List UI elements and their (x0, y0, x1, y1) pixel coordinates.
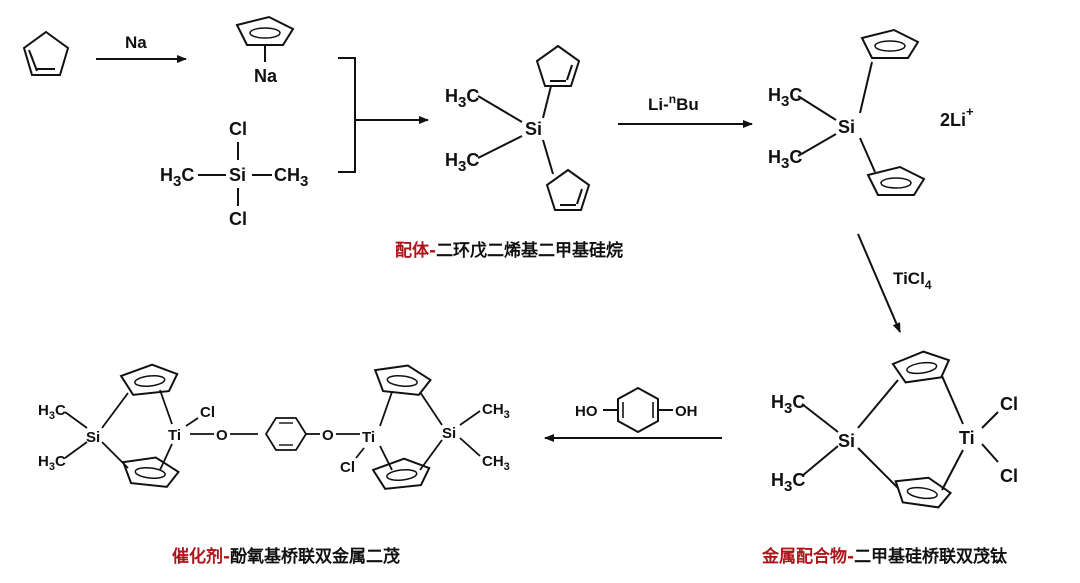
dilithium-salt-structure: Si H3C H3C 2Li+ (768, 29, 974, 196)
cyclopentadiene-structure (22, 30, 70, 76)
complex-methyl-top: H3C (771, 392, 805, 417)
catalyst-left-titanium-atom: Ti (168, 427, 181, 444)
titanium-chloride-arrow: TiCl4 (857, 233, 932, 333)
sodium-arrow: Na (96, 33, 187, 63)
cyclopentadienyl-ring (236, 16, 294, 46)
combine-bracket-arrow (338, 57, 429, 173)
cyclopentadiene-ring-bottom (546, 169, 590, 211)
catalyst-right-methyl-top: CH3 (482, 401, 510, 421)
sodium-reagent-label: Na (125, 33, 147, 52)
ligand-caption-highlight: 配体- (395, 241, 437, 261)
salt-silicon-atom: Si (838, 117, 855, 137)
silicon-atom: Si (229, 165, 246, 185)
methyl-right-group: CH3 (274, 165, 308, 190)
metal-complex-caption-highlight: 金属配合物- (762, 547, 855, 567)
sodium-atom: Na (254, 66, 278, 86)
catalyst-caption: 催化剂-酚氧基桥联双金属二茂 (172, 542, 400, 567)
catalyst-structure: Si H3C H3C Ti Cl O O Ti Cl Si (38, 361, 510, 491)
complex-chlorine-top: Cl (1000, 394, 1018, 414)
catalyst-phenylene-ring (264, 417, 308, 451)
catalyst-caption-name: 酚氧基桥联双金属二茂 (230, 547, 401, 567)
catalyst-right-chlorine: Cl (340, 459, 355, 476)
methyl-left-group: H3C (160, 165, 194, 190)
catalyst-left-oxygen: O (216, 427, 228, 444)
dilithium-counter-ion: 2Li+ (940, 104, 974, 130)
catalyst-caption-highlight: 催化剂- (172, 547, 231, 567)
complex-methyl-bottom: H3C (771, 470, 805, 495)
ligand-methyl-bottom: H3C (445, 150, 479, 175)
metal-complex-caption: 金属配合物-二甲基硅桥联双茂钛 (762, 542, 1007, 567)
hydroquinone-left-hydroxyl: HO (575, 403, 598, 420)
dichlorodimethylsilane-structure: Cl Si Cl H3C CH3 (160, 119, 308, 229)
catalyst-cp-right-top (372, 361, 433, 397)
chlorine-top-atom: Cl (229, 119, 247, 139)
complex-silicon-atom: Si (838, 431, 855, 451)
catalyst-right-titanium-atom: Ti (362, 429, 375, 446)
catalyst-cp-left-top (119, 361, 180, 397)
butyllithium-reagent-label: Li-nBu (648, 92, 699, 114)
cyclopentadienyl-ring-top (861, 29, 919, 59)
butyllithium-arrow: Li-nBu (618, 92, 753, 128)
complex-cyclopentadienyl-ring-bottom (891, 472, 954, 510)
catalyst-right-silicon-atom: Si (442, 425, 456, 442)
ligand-methyl-top: H3C (445, 86, 479, 111)
hydroquinone-right-hydroxyl: OH (675, 403, 698, 420)
salt-methyl-top: H3C (768, 85, 802, 110)
catalyst-cp-left-bottom (120, 453, 181, 489)
catalyst-right-methyl-bottom: CH3 (482, 453, 510, 473)
metal-complex-structure: Si Ti Cl Cl H3C H3C (771, 347, 1018, 510)
titanium-chloride-reagent-label: TiCl4 (893, 269, 932, 292)
catalyst-left-methyl-bottom: H3C (38, 453, 66, 473)
sodium-cyclopentadienide-structure: Na (236, 16, 294, 86)
hydroquinone-arrow: HO OH (544, 386, 722, 442)
catalyst-right-oxygen: O (322, 427, 334, 444)
complex-chlorine-bottom: Cl (1000, 466, 1018, 486)
chlorine-bottom-atom: Cl (229, 209, 247, 229)
complex-titanium-atom: Ti (959, 428, 975, 448)
ligand-caption: 配体-二环戊二烯基二甲基硅烷 (395, 236, 623, 261)
cyclopentadiene-ring-top (536, 45, 580, 87)
salt-methyl-bottom: H3C (768, 147, 802, 172)
catalyst-left-methyl-top: H3C (38, 402, 66, 422)
ligand-caption-name: 二环戊二烯基二甲基硅烷 (436, 241, 624, 261)
hydroquinone-reagent-structure: HO OH (575, 386, 698, 434)
metal-complex-caption-name: 二甲基硅桥联双茂钛 (854, 547, 1008, 567)
ligand-silicon-atom: Si (525, 119, 542, 139)
ligand-structure: Si H3C H3C (445, 45, 590, 211)
cyclopentadienyl-ring-bottom (867, 166, 925, 196)
catalyst-cp-right-bottom (371, 455, 432, 491)
catalyst-left-silicon-atom: Si (86, 429, 100, 446)
catalyst-left-chlorine: Cl (200, 404, 215, 421)
